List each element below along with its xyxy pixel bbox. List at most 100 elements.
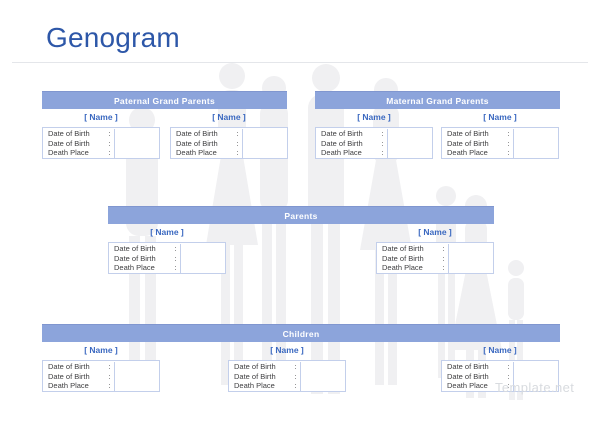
detail-value-field bbox=[114, 138, 159, 149]
detail-label: Death Place bbox=[114, 263, 155, 273]
detail-row: Date of Birth: bbox=[109, 253, 225, 264]
detail-row: Death Place: bbox=[442, 381, 558, 391]
person-details-box: Date of Birth: Date of Birth: Death Plac… bbox=[108, 242, 226, 274]
colon-separator: : bbox=[507, 371, 510, 381]
detail-label: Date of Birth bbox=[447, 371, 489, 381]
person-details-box: Date of Birth: Date of Birth: Death Plac… bbox=[441, 360, 559, 392]
person-details-box: Date of Birth: Date of Birth: Death Plac… bbox=[228, 360, 346, 392]
detail-value-field bbox=[114, 129, 159, 139]
colon-separator: : bbox=[507, 138, 510, 148]
detail-value-field bbox=[300, 371, 345, 382]
person-details-box: Date of Birth: Date of Birth: Death Plac… bbox=[376, 242, 494, 274]
detail-label: Date of Birth bbox=[234, 362, 276, 371]
detail-row: Date of Birth: bbox=[43, 129, 159, 139]
name-placeholder: [ Name ] bbox=[418, 227, 452, 237]
detail-value-field bbox=[114, 148, 159, 158]
person-details-box: Date of Birth: Date of Birth: Death Plac… bbox=[441, 127, 559, 159]
detail-label: Date of Birth bbox=[114, 244, 156, 253]
name-placeholder: [ Name ] bbox=[483, 345, 517, 355]
colon-separator: : bbox=[108, 371, 111, 381]
detail-label: Date of Birth bbox=[114, 253, 156, 263]
colon-separator: : bbox=[381, 148, 384, 158]
person-card-child-2: [ Name ] Date of Birth: Date of Birth: D… bbox=[228, 344, 346, 392]
detail-label: Date of Birth bbox=[48, 138, 90, 148]
section-header-maternal-grand-parents: Maternal Grand Parents bbox=[315, 91, 560, 109]
person-card-paternal-grandmother: [ Name ] Date of Birth: Date of Birth: D… bbox=[170, 111, 288, 159]
detail-row: Date of Birth: bbox=[43, 362, 159, 372]
colon-separator: : bbox=[174, 244, 177, 253]
detail-row: Date of Birth: bbox=[229, 362, 345, 372]
detail-row: Death Place: bbox=[229, 381, 345, 391]
detail-label: Date of Birth bbox=[382, 244, 424, 253]
section-header-children: Children bbox=[42, 324, 560, 342]
detail-label: Death Place bbox=[48, 148, 89, 158]
person-details-box: Date of Birth: Date of Birth: Death Plac… bbox=[42, 360, 160, 392]
detail-label: Date of Birth bbox=[382, 253, 424, 263]
colon-separator: : bbox=[294, 362, 297, 371]
person-card-father: [ Name ] Date of Birth: Date of Birth: D… bbox=[108, 226, 226, 274]
detail-row: Date of Birth: bbox=[442, 371, 558, 382]
person-card-child-1: [ Name ] Date of Birth: Date of Birth: D… bbox=[42, 344, 160, 392]
detail-row: Date of Birth: bbox=[43, 371, 159, 382]
person-details-box: Date of Birth: Date of Birth: Death Plac… bbox=[170, 127, 288, 159]
detail-row: Date of Birth: bbox=[442, 138, 558, 149]
detail-label: Death Place bbox=[176, 148, 217, 158]
colon-separator: : bbox=[381, 129, 384, 138]
page-title: Genogram bbox=[46, 22, 180, 53]
detail-value-field bbox=[242, 148, 287, 158]
detail-row: Date of Birth: bbox=[442, 129, 558, 139]
detail-label: Date of Birth bbox=[321, 138, 363, 148]
detail-value-field bbox=[300, 381, 345, 391]
detail-value-field bbox=[513, 371, 558, 382]
name-placeholder: [ Name ] bbox=[150, 227, 184, 237]
detail-label: Date of Birth bbox=[48, 371, 90, 381]
person-details-box: Date of Birth: Date of Birth: Death Plac… bbox=[42, 127, 160, 159]
detail-label: Date of Birth bbox=[176, 138, 218, 148]
colon-separator: : bbox=[108, 138, 111, 148]
detail-row: Death Place: bbox=[377, 263, 493, 273]
detail-row: Date of Birth: bbox=[316, 138, 432, 149]
detail-value-field bbox=[513, 138, 558, 149]
colon-separator: : bbox=[507, 381, 510, 391]
detail-row: Date of Birth: bbox=[442, 362, 558, 372]
detail-value-field bbox=[513, 148, 558, 158]
colon-separator: : bbox=[442, 253, 445, 263]
person-card-maternal-grandfather: [ Name ] Date of Birth: Date of Birth: D… bbox=[315, 111, 433, 159]
detail-row: Date of Birth: bbox=[43, 138, 159, 149]
detail-label: Death Place bbox=[48, 381, 89, 391]
colon-separator: : bbox=[507, 129, 510, 138]
detail-row: Date of Birth: bbox=[171, 129, 287, 139]
detail-label: Date of Birth bbox=[447, 129, 489, 138]
detail-value-field bbox=[114, 381, 159, 391]
detail-label: Date of Birth bbox=[176, 129, 218, 138]
colon-separator: : bbox=[507, 362, 510, 371]
detail-label: Date of Birth bbox=[48, 362, 90, 371]
detail-row: Death Place: bbox=[171, 148, 287, 158]
detail-row: Date of Birth: bbox=[377, 244, 493, 254]
detail-row: Date of Birth: bbox=[377, 253, 493, 264]
watermark-text: Template.net bbox=[495, 380, 575, 395]
detail-value-field bbox=[242, 138, 287, 149]
name-placeholder: [ Name ] bbox=[483, 112, 517, 122]
colon-separator: : bbox=[381, 138, 384, 148]
person-details-box: Date of Birth: Date of Birth: Death Plac… bbox=[315, 127, 433, 159]
detail-row: Death Place: bbox=[316, 148, 432, 158]
detail-value-field bbox=[387, 129, 432, 139]
person-card-maternal-grandmother: [ Name ] Date of Birth: Date of Birth: D… bbox=[441, 111, 559, 159]
detail-row: Death Place: bbox=[442, 148, 558, 158]
detail-value-field bbox=[387, 138, 432, 149]
detail-value-field bbox=[387, 148, 432, 158]
person-card-child-3: [ Name ] Date of Birth: Date of Birth: D… bbox=[441, 344, 559, 392]
colon-separator: : bbox=[108, 148, 111, 158]
detail-row: Date of Birth: bbox=[109, 244, 225, 254]
name-placeholder: [ Name ] bbox=[270, 345, 304, 355]
section-header-parents: Parents bbox=[108, 206, 494, 224]
name-placeholder: [ Name ] bbox=[84, 112, 118, 122]
colon-separator: : bbox=[442, 263, 445, 273]
detail-value-field bbox=[300, 362, 345, 372]
detail-label: Death Place bbox=[234, 381, 275, 391]
detail-label: Date of Birth bbox=[234, 371, 276, 381]
colon-separator: : bbox=[174, 263, 177, 273]
detail-value-field bbox=[180, 263, 225, 273]
